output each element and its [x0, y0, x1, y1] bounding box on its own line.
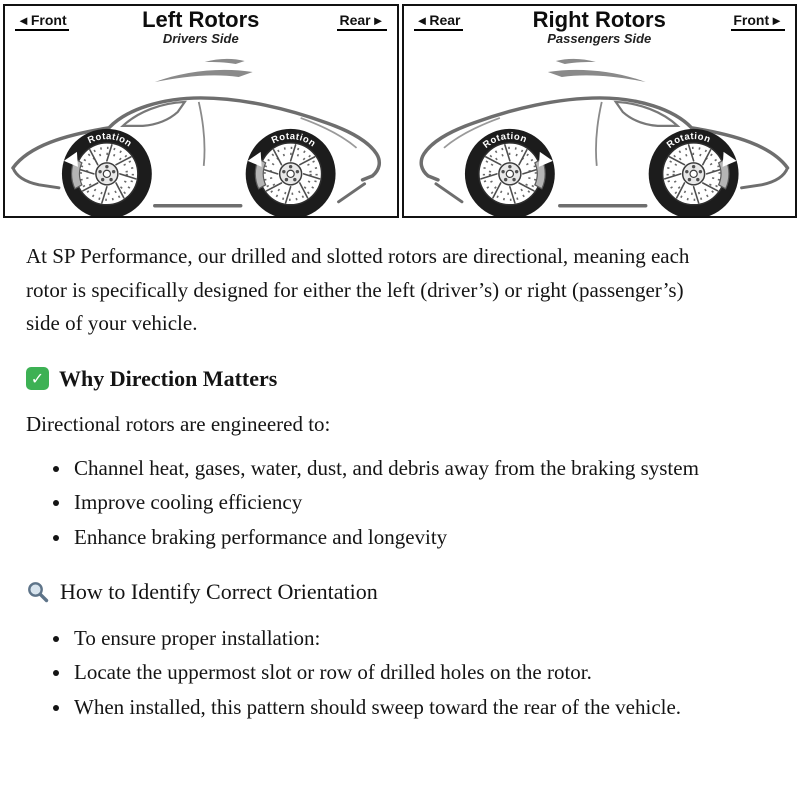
rear-direction-label: ◄ Rear — [413, 12, 463, 31]
car-illustration-right: Rotation Rotation — [404, 52, 796, 218]
right-panel-header: ◄ Rear Right Rotors Passengers Side Fron… — [404, 6, 796, 52]
list-item: When installed, this pattern should swee… — [72, 691, 716, 725]
page: ◄ Front Left Rotors Drivers Side Rear ► — [0, 4, 800, 748]
list-item: To ensure proper installation: — [72, 622, 716, 656]
left-rotors-panel: ◄ Front Left Rotors Drivers Side Rear ► — [3, 4, 399, 218]
rotation-arrow-icon — [538, 151, 553, 167]
list-item: Improve cooling efficiency — [72, 486, 716, 520]
list-item: Enhance braking performance and longevit… — [72, 521, 716, 555]
rotation-arrow-icon — [722, 151, 737, 167]
direction-text: Front — [30, 12, 67, 28]
magnifier-icon — [28, 582, 49, 603]
right-arrow-icon: ► — [371, 12, 385, 28]
front-direction-label: ◄ Front — [15, 12, 69, 31]
car-illustration-left: Rotation Rotation — [5, 52, 397, 218]
right-panel-titles: Right Rotors Passengers Side — [404, 8, 796, 46]
direction-text: Rear — [339, 12, 371, 28]
panel-subtitle: Drivers Side — [162, 31, 239, 47]
left-arrow-icon: ◄ — [415, 12, 429, 28]
rotation-arrow-icon — [63, 151, 78, 167]
list-item: Channel heat, gases, water, dust, and de… — [72, 452, 716, 486]
section-heading-orientation: How to Identify Correct Orientation — [26, 574, 716, 609]
heading-text: Why Direction Matters — [59, 365, 278, 391]
benefits-list: Channel heat, gases, water, dust, and de… — [26, 452, 716, 555]
panel-title: Right Rotors — [532, 7, 666, 32]
check-icon: ✓ — [26, 366, 49, 390]
intro-paragraph: At SP Performance, our drilled and slott… — [26, 244, 690, 336]
front-direction-label: Front ► — [731, 12, 785, 31]
rear-direction-label: Rear ► — [337, 12, 387, 31]
heading-text: How to Identify Correct Orientation — [60, 579, 378, 605]
rotor-direction-diagram: ◄ Front Left Rotors Drivers Side Rear ► — [3, 4, 797, 218]
direction-text: Rear — [429, 12, 461, 28]
article-body: At SP Performance, our drilled and slott… — [0, 220, 800, 748]
left-panel-header: ◄ Front Left Rotors Drivers Side Rear ► — [5, 6, 397, 52]
list-item: Locate the uppermost slot or row of dril… — [72, 656, 716, 690]
right-arrow-icon: ► — [770, 12, 783, 28]
rotation-arrow-icon — [247, 151, 262, 167]
right-rotors-panel: ◄ Rear Right Rotors Passengers Side Fron… — [401, 4, 797, 218]
left-arrow-icon: ◄ — [17, 12, 30, 28]
direction-text: Front — [733, 12, 770, 28]
panel-subtitle: Passengers Side — [547, 31, 652, 47]
section-heading-direction-matters: ✓ Why Direction Matters — [26, 361, 716, 396]
orientation-list: To ensure proper installation: Locate th… — [26, 622, 716, 725]
section-lead: Directional rotors are engineered to: — [26, 411, 331, 436]
panel-title: Left Rotors — [142, 7, 260, 32]
left-panel-titles: Left Rotors Drivers Side — [5, 8, 397, 46]
